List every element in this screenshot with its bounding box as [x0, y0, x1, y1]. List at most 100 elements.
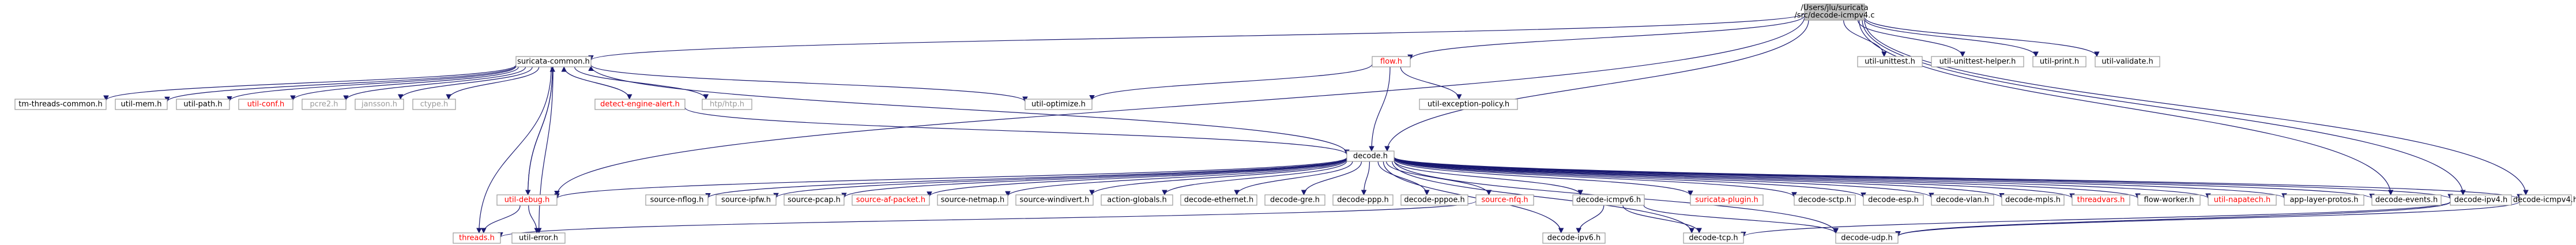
node-threads[interactable]: threads.h	[453, 232, 501, 244]
node-action-globals[interactable]: action-globals.h	[1101, 194, 1173, 206]
node-decode-gre[interactable]: decode-gre.h	[1264, 194, 1325, 206]
node-suricata-plugin[interactable]: suricata-plugin.h	[1690, 194, 1764, 206]
edge-decode-to-util-debug	[554, 157, 1347, 199]
edge-suricata-common-to-util-optimize	[590, 64, 1028, 103]
edge-flow-to-util-exception-policy	[1400, 66, 1462, 100]
edge-decode-icmpv6-to-decode-udp	[1643, 205, 1839, 235]
node-decode-udp[interactable]: decode-udp.h	[1835, 232, 1899, 244]
node-jansson-label: jansson.h	[361, 100, 397, 109]
node-util-optimize[interactable]: util-optimize.h	[1025, 99, 1093, 110]
edge-detect-engine-alert-to-suricata-common	[561, 66, 630, 100]
node-decode-pppoe[interactable]: decode-pppoe.h	[1400, 194, 1468, 206]
edge-root-to-util-unittest-helper	[1857, 20, 1965, 57]
edge-decode-to-decode-pppoe	[1377, 161, 1430, 195]
node-source-windivert[interactable]: source-windivert.h	[1015, 194, 1094, 206]
node-decode-tcp[interactable]: decode-tcp.h	[1683, 232, 1744, 244]
edge-root-to-suricata-common	[588, 13, 1805, 61]
node-source-netmap-label: source-netmap.h	[941, 196, 1004, 205]
edge-suricata-common-to-util-mem	[164, 65, 517, 103]
node-util-exception-policy[interactable]: util-exception-policy.h	[1419, 99, 1518, 110]
node-source-af-packet[interactable]: source-af-packet.h	[852, 194, 930, 206]
edge-decode-ipv4-to-decode-tcp	[1741, 201, 2451, 238]
node-decode-events[interactable]: decode-events.h	[2371, 194, 2442, 206]
edge-root-to-util-print	[1864, 18, 2039, 57]
node-pcre2: pcre2.h	[302, 99, 347, 110]
node-source-ipfw[interactable]: source-ipfw.h	[715, 194, 777, 206]
edge-decode-to-suricata-plugin	[1394, 159, 1693, 197]
node-source-nfq[interactable]: source-nfq.h	[1475, 194, 1534, 206]
node-action-globals-label: action-globals.h	[1107, 196, 1167, 205]
node-util-validate[interactable]: util-validate.h	[2095, 56, 2160, 67]
node-decode-pppoe-label: decode-pppoe.h	[1404, 196, 1464, 205]
node-tm-threads-common[interactable]: tm-threads-common.h	[14, 99, 107, 110]
node-decode-label: decode.h	[1353, 152, 1388, 161]
node-decode-udp-label: decode-udp.h	[1841, 234, 1892, 243]
node-source-nflog[interactable]: source-nflog.h	[645, 194, 709, 206]
edge-suricata-common-to-pcre2	[343, 66, 526, 101]
node-decode-ipv6[interactable]: decode-ipv6.h	[1542, 232, 1606, 244]
node-decode-vlan[interactable]: decode-vlan.h	[1931, 194, 1994, 206]
node-util-error[interactable]: util-error.h	[511, 232, 566, 244]
node-suricata-common[interactable]: suricata-common.h	[515, 56, 592, 67]
node-util-error-label: util-error.h	[519, 234, 558, 243]
edge-suricata-common-to-jansson	[398, 66, 533, 100]
edge-decode-to-source-netmap	[1005, 159, 1347, 197]
nodes-layer: /Users/jlu/suricata/src/decode-icmpv4.c s…	[14, 3, 2576, 244]
edge-decode-to-source-pcap	[841, 157, 1347, 198]
node-ctype: ctype.h	[412, 99, 456, 110]
node-detect-engine-alert[interactable]: detect-engine-alert.h	[594, 99, 686, 110]
edge-decode-to-decode-mpls	[1394, 157, 2005, 199]
node-util-debug[interactable]: util-debug.h	[496, 194, 558, 206]
edge-util-debug-to-util-error	[528, 205, 540, 233]
node-util-conf[interactable]: util-conf.h	[238, 99, 293, 110]
node-pcre2-label: pcre2.h	[310, 100, 338, 109]
node-decode[interactable]: decode.h	[1346, 150, 1395, 162]
node-decode-esp-label: decode-esp.h	[1868, 196, 1919, 205]
node-app-layer-protos[interactable]: app-layer-protos.h	[2284, 194, 2364, 206]
node-decode-mpls-label: decode-mpls.h	[2005, 196, 2061, 205]
edge-root-to-decode-ipv4	[1862, 20, 2466, 195]
edge-decode-to-decode-tcp	[1392, 161, 1695, 233]
edge-detect-engine-alert-to-decode	[684, 107, 1350, 156]
node-util-napatech-label: util-napatech.h	[2214, 196, 2271, 205]
node-util-unittest-helper[interactable]: util-unittest-helper.h	[1931, 56, 2024, 67]
node-root-file: /Users/jlu/suricata/src/decode-icmpv4.c	[1795, 3, 1874, 21]
node-decode-mpls[interactable]: decode-mpls.h	[2001, 194, 2065, 206]
node-detect-engine-alert-label: detect-engine-alert.h	[600, 100, 680, 109]
node-decode-ppp-label: decode-ppp.h	[1337, 196, 1388, 205]
node-decode-ethernet[interactable]: decode-ethernet.h	[1180, 194, 1257, 206]
node-threads-label: threads.h	[459, 234, 495, 243]
node-util-unittest-helper-label: util-unittest-helper.h	[1939, 58, 2016, 66]
node-util-print[interactable]: util-print.h	[2032, 56, 2087, 67]
edge-root-to-flow	[1407, 15, 1805, 61]
node-util-napatech[interactable]: util-napatech.h	[2208, 194, 2277, 206]
edge-decode-to-action-globals	[1162, 160, 1347, 195]
node-tm-threads-common-label: tm-threads-common.h	[18, 100, 103, 109]
node-source-windivert-label: source-windivert.h	[1020, 196, 1090, 205]
edge-decode-to-source-nfq	[1385, 161, 1492, 195]
node-decode-sctp[interactable]: decode-sctp.h	[1794, 194, 1856, 206]
node-decode-icmpv6-label: decode-icmpv6.h	[1576, 196, 1641, 205]
node-decode-ipv4[interactable]: decode-ipv4.h	[2450, 194, 2512, 206]
node-threadvars[interactable]: threadvars.h	[2072, 194, 2130, 206]
node-flow-worker[interactable]: flow-worker.h	[2137, 194, 2201, 206]
node-decode-icmpv4[interactable]: decode-icmpv4.h	[2513, 194, 2576, 206]
node-flow[interactable]: flow.h	[1372, 56, 1411, 67]
node-util-validate-label: util-validate.h	[2102, 58, 2153, 66]
edge-decode-to-source-af-packet	[927, 158, 1347, 197]
node-suricata-plugin-label: suricata-plugin.h	[1695, 196, 1758, 205]
node-decode-icmpv6[interactable]: decode-icmpv6.h	[1572, 194, 1645, 206]
node-app-layer-protos-label: app-layer-protos.h	[2289, 196, 2358, 205]
node-source-pcap[interactable]: source-pcap.h	[784, 194, 845, 206]
node-util-path[interactable]: util-path.h	[176, 99, 230, 110]
node-util-mem-label: util-mem.h	[121, 100, 162, 109]
node-source-ipfw-label: source-ipfw.h	[721, 196, 771, 205]
node-util-mem[interactable]: util-mem.h	[115, 99, 168, 110]
node-decode-ppp[interactable]: decode-ppp.h	[1332, 194, 1394, 206]
node-decode-esp[interactable]: decode-esp.h	[1863, 194, 1924, 206]
node-util-unittest[interactable]: util-unittest.h	[1857, 56, 1923, 67]
edge-decode-to-decode-ppp	[1361, 161, 1370, 195]
node-util-unittest-label: util-unittest.h	[1865, 58, 1915, 66]
node-source-netmap[interactable]: source-netmap.h	[937, 194, 1008, 206]
